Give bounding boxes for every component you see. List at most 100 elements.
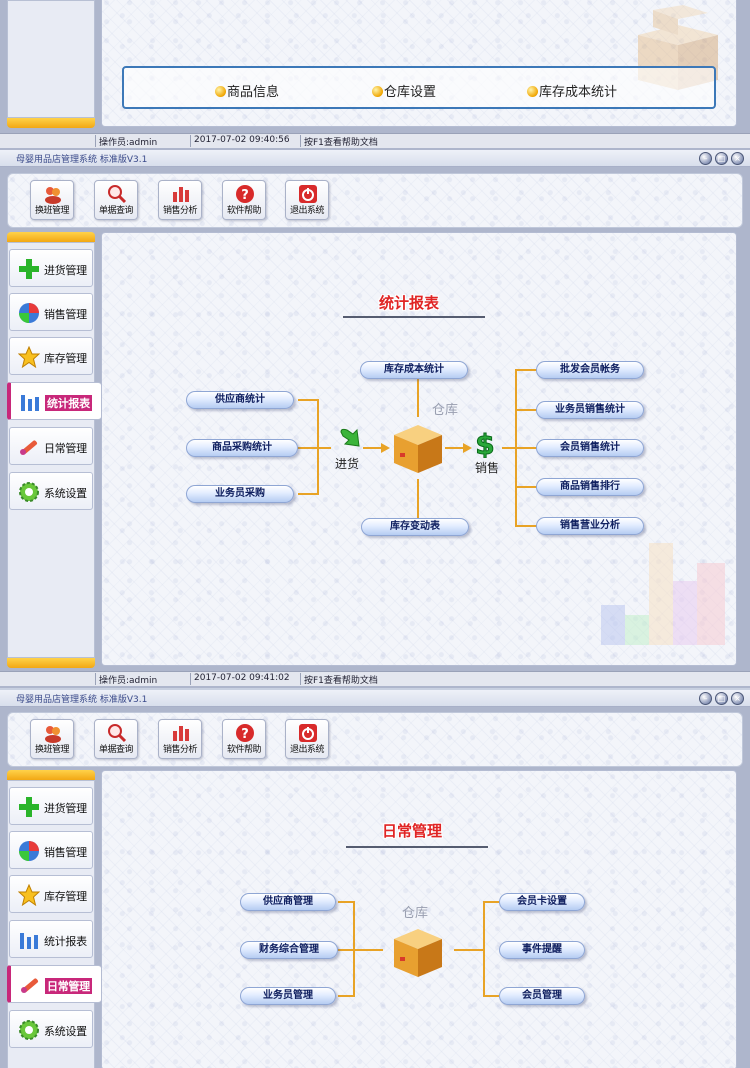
status-hint: 按F1查看帮助文档 [300, 673, 745, 686]
exit-system-button[interactable]: 退出系统 [285, 180, 329, 220]
svg-text:?: ? [241, 727, 249, 742]
status-time: 2017-07-02 09:40:56 [190, 135, 300, 147]
close-icon[interactable]: × [731, 152, 744, 165]
content-top: 商品信息 仓库设置 库存成本统计 [101, 0, 737, 127]
gear-icon [19, 1020, 39, 1040]
star-icon [18, 884, 40, 906]
software-help-button[interactable]: ? 软件帮助 [222, 180, 266, 220]
sidebar-item-report[interactable]: 统计报表 [7, 382, 101, 420]
sidebar-item-settings[interactable]: 系统设置 [9, 1010, 93, 1048]
status-hint: 按F1查看帮助文档 [300, 135, 745, 148]
restore-icon[interactable]: □ [715, 152, 728, 165]
purchase-arrow-icon [340, 428, 360, 447]
window-report: 母婴用品店管理系统 标准版V3.1 – □ × 换班管理 单据查询 销售分析 ?… [0, 150, 750, 688]
warehouse-box-icon [394, 425, 442, 473]
window-title: 母婴用品店管理系统 标准版V3.1 [16, 155, 148, 165]
status-operator: 操作员:admin [95, 135, 190, 148]
chart-decoration-icon [601, 543, 725, 645]
warehouse-caption: 仓库 [402, 906, 429, 921]
wrench-icon [21, 978, 39, 993]
status-bar-top: 操作员:admin 2017-07-02 09:40:56 按F1查看帮助文档 [0, 133, 750, 148]
svg-text:$: $ [475, 428, 494, 458]
restore-icon[interactable]: □ [715, 692, 728, 705]
sidebar-item-daily[interactable]: 日常管理 [7, 965, 101, 1003]
sidebar-item-sales[interactable]: 销售管理 [9, 293, 93, 331]
bars-icon [21, 395, 39, 411]
toolbar: 换班管理 单据查询 销售分析 ? 软件帮助 退出系统 [7, 173, 743, 228]
help-icon: ? [236, 185, 254, 203]
arrow-right-icon [445, 443, 472, 453]
warehouse-box-icon [394, 929, 442, 977]
sidebar-item-daily[interactable]: 日常管理 [9, 427, 93, 465]
bars-icon [20, 933, 38, 949]
warehouse-caption: 仓库 [432, 403, 459, 418]
plus-icon [19, 259, 39, 279]
sidebar-item-settings[interactable]: 系统设置 [9, 472, 93, 510]
gear-icon [19, 482, 39, 502]
sidebar-top [7, 0, 95, 128]
sidebar-item-purchase[interactable]: 进货管理 [9, 787, 93, 825]
sidebar-item-stock[interactable]: 库存管理 [9, 875, 93, 913]
wrench-icon [20, 440, 38, 455]
link-stock-cost[interactable]: 库存成本统计 [527, 81, 617, 100]
report-item-business-analysis[interactable]: 销售营业分析 [536, 517, 644, 535]
report-item-member-sales[interactable]: 会员销售统计 [536, 439, 644, 457]
status-bar: 操作员:admin 2017-07-02 09:41:02 按F1查看帮助文档 [0, 671, 750, 686]
dollar-icon: $ [475, 428, 495, 458]
window-title: 母婴用品店管理系统 标准版V3.1 [16, 695, 148, 705]
arrow-right-icon [363, 443, 390, 453]
exit-system-button[interactable]: 退出系统 [285, 719, 329, 759]
help-icon: ? [236, 724, 254, 742]
shift-management-button[interactable]: 换班管理 [30, 719, 74, 759]
globe-icon [19, 303, 39, 323]
report-item-stock-cost[interactable]: 库存成本统计 [360, 361, 468, 379]
report-item-supplier-stats[interactable]: 供应商统计 [186, 391, 294, 409]
power-icon [299, 724, 317, 742]
daily-item-event-reminder[interactable]: 事件提醒 [499, 941, 585, 959]
bar-chart-icon [173, 187, 189, 202]
close-icon[interactable]: × [731, 692, 744, 705]
report-item-salesman-sales[interactable]: 业务员销售统计 [536, 401, 644, 419]
sales-analysis-button[interactable]: 销售分析 [158, 180, 202, 220]
report-item-wholesale-account[interactable]: 批发会员帐务 [536, 361, 644, 379]
report-item-salesman-purchase[interactable]: 业务员采购 [186, 485, 294, 503]
bar-chart-icon [173, 726, 189, 741]
title-underline [343, 316, 485, 318]
minimize-icon[interactable]: – [699, 692, 712, 705]
sales-analysis-button[interactable]: 销售分析 [158, 719, 202, 759]
shift-management-button[interactable]: 换班管理 [30, 180, 74, 220]
window-top: 商品信息 仓库设置 库存成本统计 操作员:admin 2017-07-02 09… [0, 0, 750, 150]
purchase-caption: 进货 [335, 457, 360, 471]
sidebar: 进货管理 销售管理 库存管理 统计报表 日常管理 系统设置 [7, 770, 101, 1068]
document-query-button[interactable]: 单据查询 [94, 719, 138, 759]
title-bar: 母婴用品店管理系统 标准版V3.1 – □ × [0, 690, 750, 707]
sidebar-item-report[interactable]: 统计报表 [9, 920, 93, 958]
minimize-icon[interactable]: – [699, 152, 712, 165]
daily-item-finance-management[interactable]: 财务综合管理 [240, 941, 338, 959]
sidebar: 进货管理 销售管理 库存管理 统计报表 日常管理 系统设置 [7, 232, 101, 668]
plus-icon [19, 797, 39, 817]
sidebar-item-sales[interactable]: 销售管理 [9, 831, 93, 869]
sidebar-item-purchase[interactable]: 进货管理 [9, 249, 93, 287]
daily-item-member-card-settings[interactable]: 会员卡设置 [499, 893, 585, 911]
daily-item-salesman-management[interactable]: 业务员管理 [240, 987, 336, 1005]
link-warehouse-settings[interactable]: 仓库设置 [372, 81, 436, 100]
daily-item-supplier-management[interactable]: 供应商管理 [240, 893, 336, 911]
title-underline [346, 846, 488, 848]
document-query-button[interactable]: 单据查询 [94, 180, 138, 220]
power-icon [299, 185, 317, 203]
daily-item-member-management[interactable]: 会员管理 [499, 987, 585, 1005]
sidebar-item-stock[interactable]: 库存管理 [9, 337, 93, 375]
report-item-stock-change[interactable]: 库存变动表 [361, 518, 469, 536]
link-product-info[interactable]: 商品信息 [215, 81, 279, 100]
star-icon [18, 346, 40, 368]
page-title: 日常管理 [382, 822, 443, 840]
users-icon [45, 187, 61, 204]
svg-text:?: ? [241, 188, 249, 203]
report-item-product-ranking[interactable]: 商品销售排行 [536, 478, 644, 496]
software-help-button[interactable]: ? 软件帮助 [222, 719, 266, 759]
status-operator: 操作员:admin [95, 673, 190, 686]
sales-caption: 销售 [475, 461, 500, 475]
report-item-product-purchase-stats[interactable]: 商品采购统计 [186, 439, 298, 457]
toolbar: 换班管理 单据查询 销售分析 ? 软件帮助 退出系统 [7, 712, 743, 767]
